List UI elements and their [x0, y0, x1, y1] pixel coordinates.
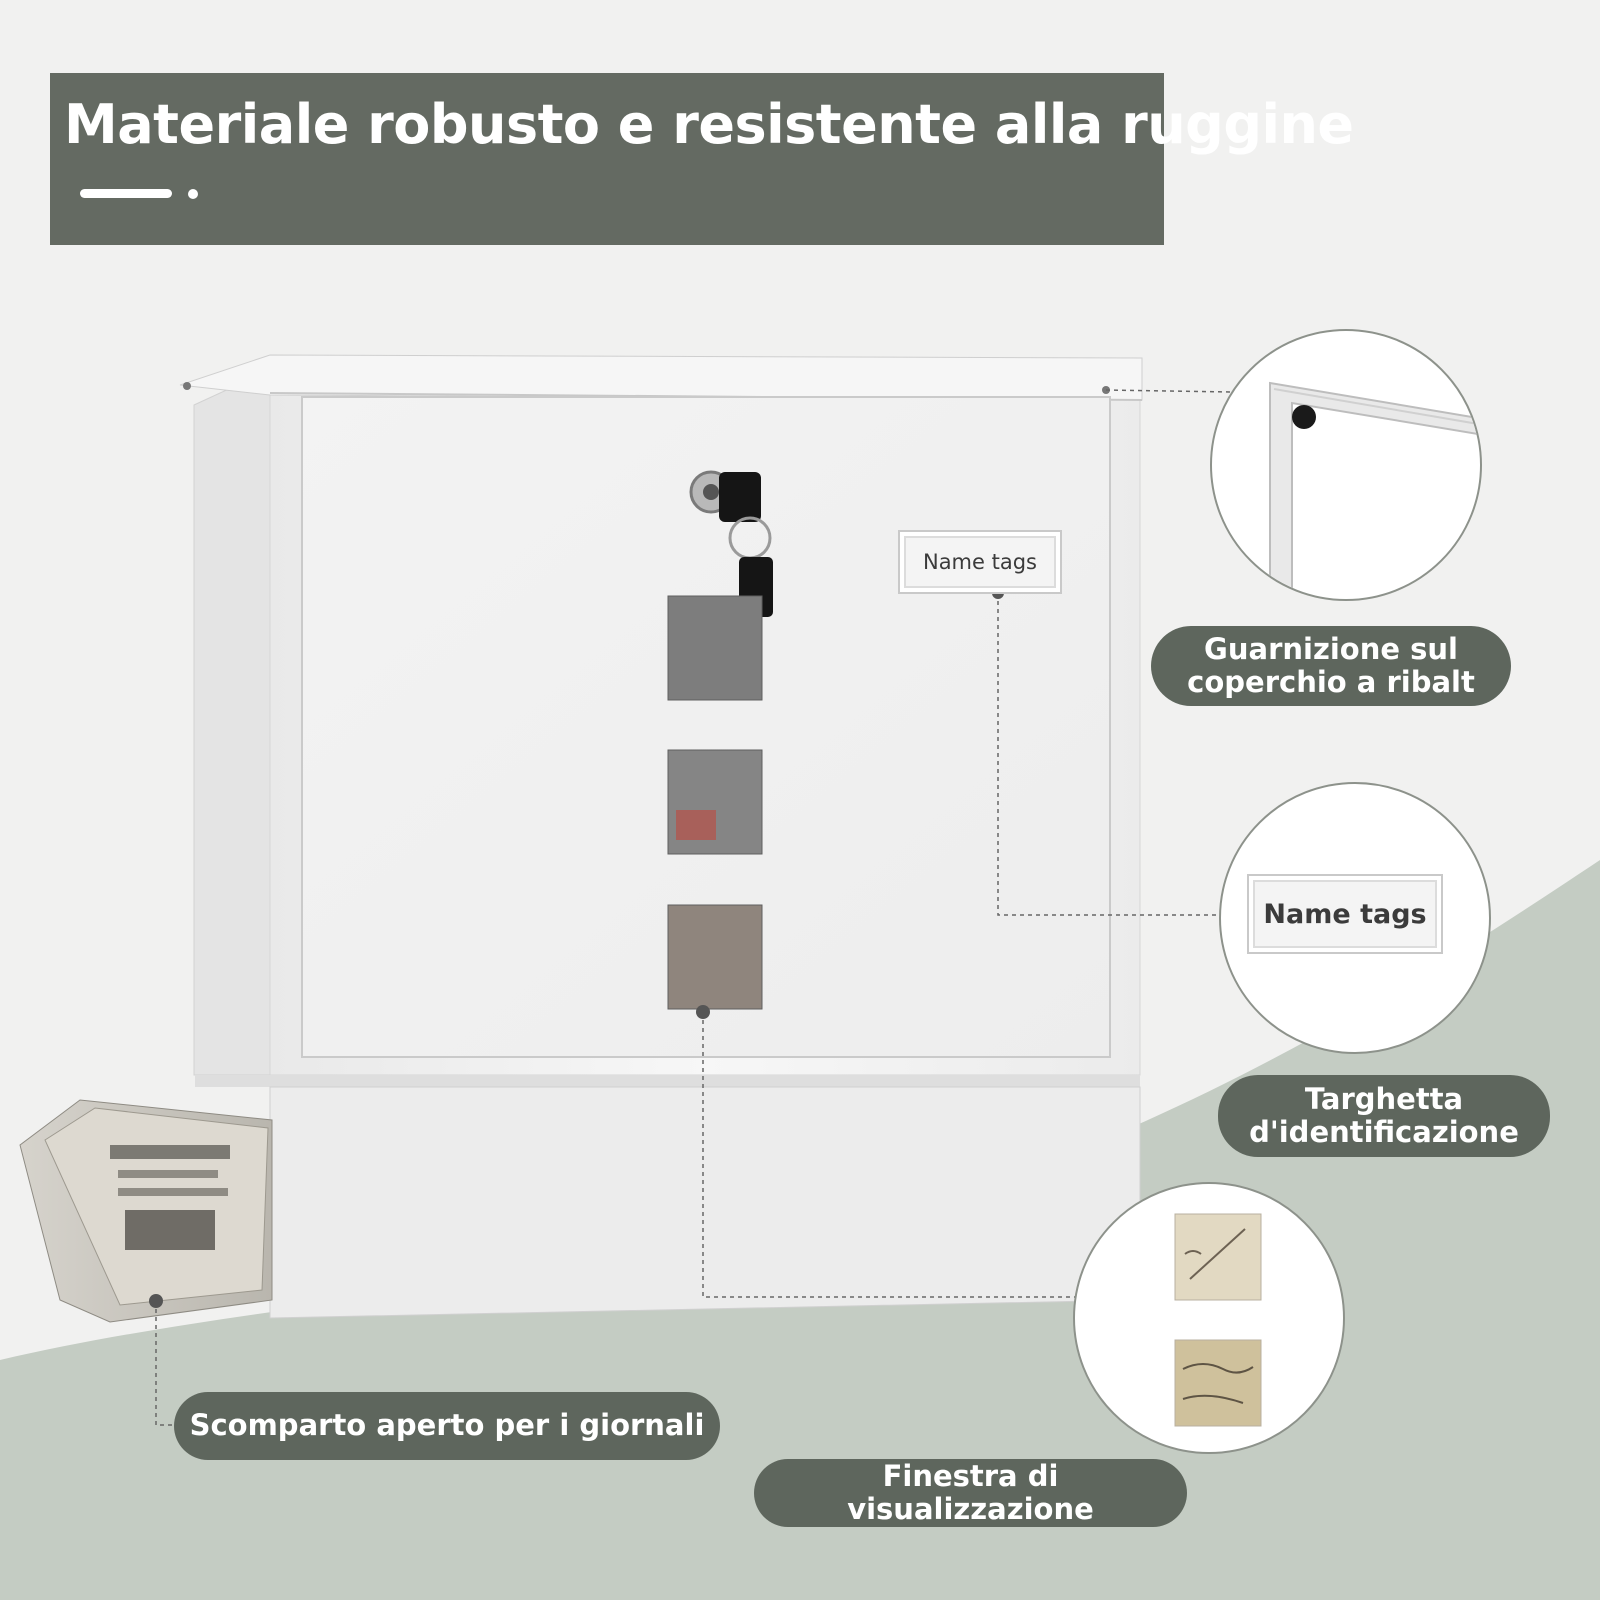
title-banner: Materiale robusto e resistente alla rugg… [50, 73, 1354, 245]
name-tag-closeup-label: Name tags [1263, 898, 1427, 930]
title-underline-dash [80, 189, 172, 198]
page-title: Materiale robusto e resistente alla rugg… [64, 93, 1354, 156]
name-tag-closeup: Name tags [1247, 874, 1443, 954]
callout-newspaper-compartment: Scomparto aperto per i giornali [174, 1392, 720, 1460]
detail-circle-window [1073, 1182, 1345, 1454]
lid-corner-detail [1269, 381, 1480, 599]
detail-circle-lid [1210, 329, 1482, 601]
detail-circle-name-tag: Name tags [1219, 782, 1491, 1054]
title-underline-dot [188, 189, 198, 199]
callout-lid-seal: Guarnizione sul coperchio a ribalt [1151, 626, 1511, 706]
window-closeup [1174, 1213, 1262, 1427]
callout-view-window: Finestra di visualizzazione [754, 1459, 1187, 1527]
product-name-tag-label: Name tags [922, 550, 1037, 574]
callout-name-tag: Targhetta d'identificazione [1218, 1075, 1550, 1157]
product-name-tag: Name tags [898, 530, 1062, 594]
